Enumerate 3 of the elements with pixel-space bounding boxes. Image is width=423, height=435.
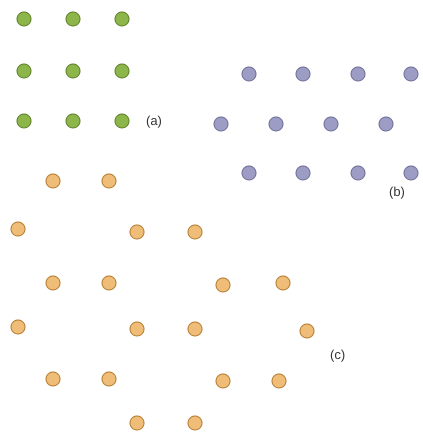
panel-label: (b) xyxy=(389,184,405,199)
panel-label: (a) xyxy=(146,113,162,128)
panel-label: (c) xyxy=(330,347,346,362)
